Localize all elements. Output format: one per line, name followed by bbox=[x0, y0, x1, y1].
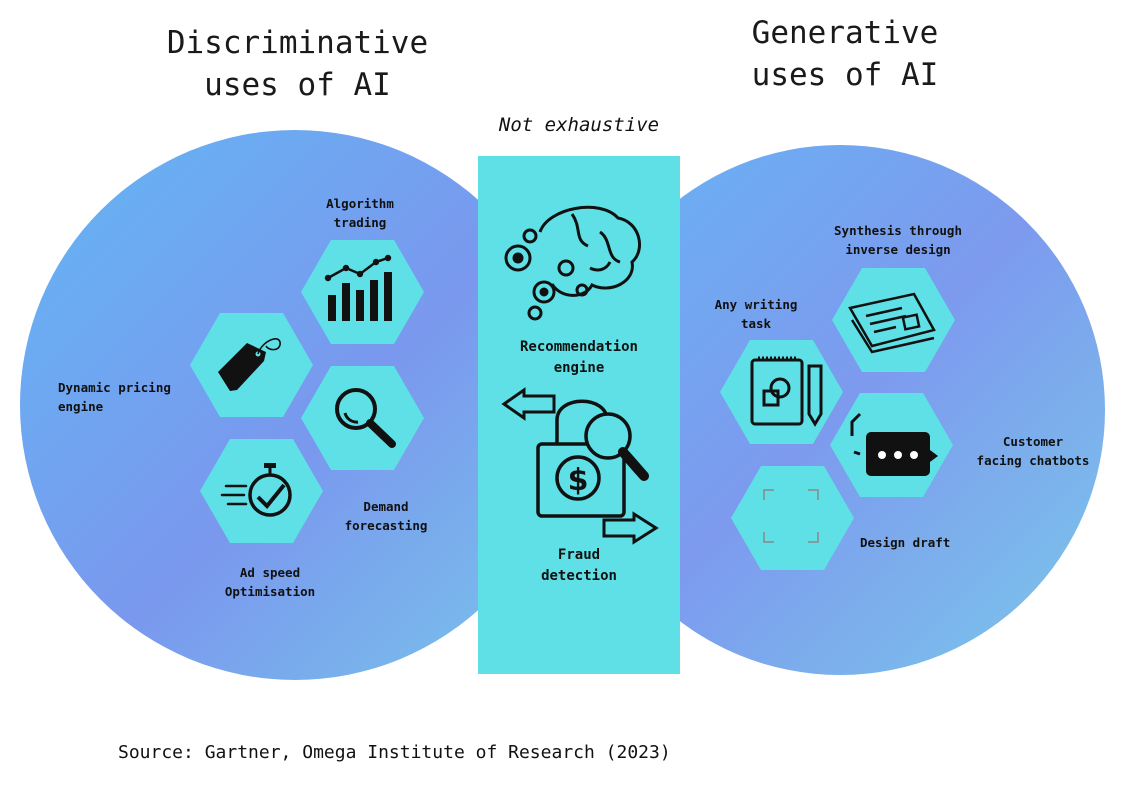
label-synthesis: Synthesis through inverse design bbox=[834, 223, 962, 257]
price-tag-icon bbox=[218, 338, 281, 391]
label-chatbots: Customer facing chatbots bbox=[976, 434, 1090, 468]
hex-design-draft bbox=[731, 466, 854, 570]
label-writing-task: Any writing task bbox=[714, 297, 798, 331]
generative-title: Generative uses of AI bbox=[751, 15, 939, 93]
not-exhaustive-note: Not exhaustive bbox=[498, 114, 660, 136]
magnifier-icon bbox=[335, 388, 396, 448]
bar-chart-trend-icon bbox=[324, 254, 392, 321]
notepad-pencil-icon bbox=[750, 356, 823, 427]
hex-ad-speed bbox=[200, 439, 323, 543]
brain-gears-icon bbox=[504, 205, 641, 321]
newspaper-icon bbox=[848, 292, 936, 354]
label-demand-forecasting: Demand forecasting bbox=[344, 499, 428, 533]
lock-dollar-search-icon: $ bbox=[501, 387, 659, 545]
generative-circle bbox=[575, 145, 1105, 675]
source-citation: Source: Gartner, Omega Institute of Rese… bbox=[118, 742, 671, 763]
stopwatch-check-icon bbox=[220, 463, 292, 517]
label-fraud-detection: Fraud detection bbox=[541, 547, 617, 584]
label-design-draft: Design draft bbox=[860, 535, 951, 550]
shared-band bbox=[478, 156, 680, 674]
label-algorithm-trading: Algorithm trading bbox=[326, 196, 394, 230]
label-ad-speed: Ad speed Optimisation bbox=[224, 565, 316, 599]
frame-corners-icon bbox=[763, 489, 819, 543]
discriminative-title: Discriminative uses of AI bbox=[166, 25, 429, 103]
chat-bubble-icon bbox=[850, 412, 938, 476]
svg-text:$: $ bbox=[568, 463, 589, 498]
discriminative-circle bbox=[20, 130, 570, 680]
label-dynamic-pricing: Dynamic pricing engine bbox=[58, 380, 171, 414]
label-recommendation-engine: Recommendation engine bbox=[519, 339, 638, 376]
